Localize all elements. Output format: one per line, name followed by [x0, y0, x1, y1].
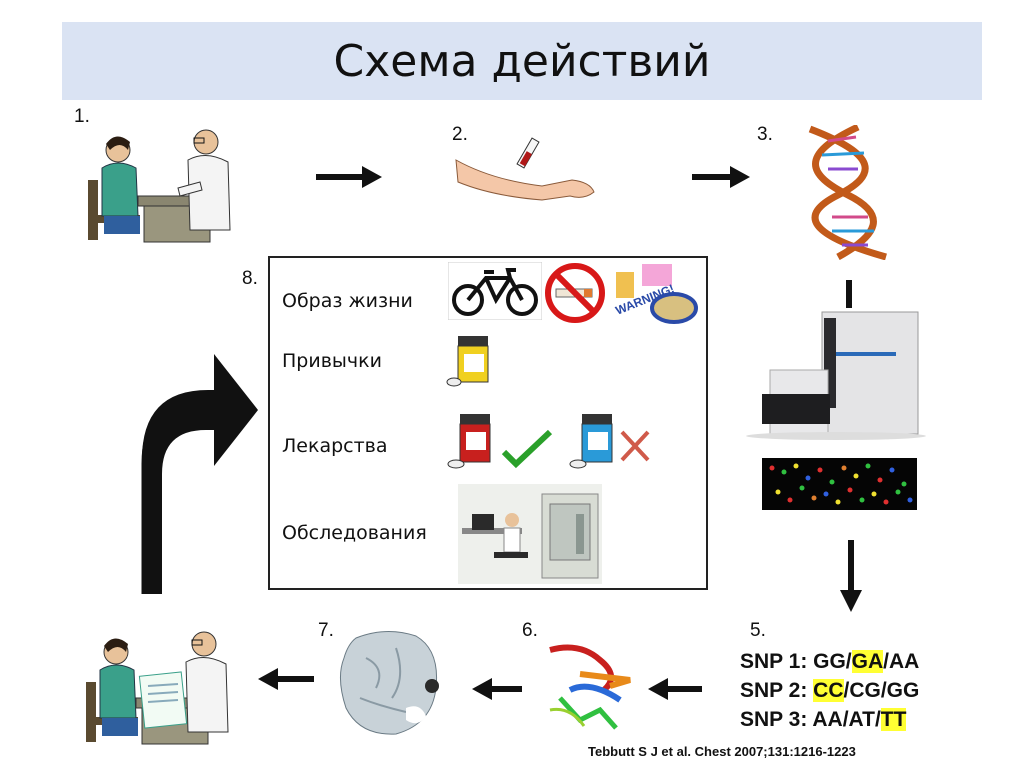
snp-highlight: TT: [880, 708, 907, 731]
step-6-number: 6.: [522, 620, 538, 641]
approved-drug-icon: [447, 414, 553, 469]
bicycle-icon: [448, 262, 542, 320]
arrow-down-4-5: [840, 540, 862, 612]
snp-highlight: CC: [813, 679, 844, 702]
pill-bottle-icon: [446, 336, 489, 387]
snp-row-3: SNP 3: AA/AT/TT: [740, 708, 907, 731]
microarray-chip: [762, 458, 917, 510]
arrow-left-5-6: [648, 678, 702, 700]
slide-title: Схема действий: [333, 35, 711, 87]
lifestyle-box: Образ жизни Привычки Лекарства Обследова…: [268, 256, 708, 590]
step-3-number: 3.: [757, 124, 773, 145]
step-7-number: 7.: [318, 620, 334, 641]
protein-structure: [549, 644, 631, 730]
title-banner: Схема действий: [62, 22, 982, 100]
rejected-drug-icon: [569, 414, 650, 469]
no-smoking-icon: [545, 263, 605, 323]
connector-3-4: [846, 280, 852, 308]
drugs-label: Лекарства: [282, 435, 388, 457]
habits-label: Привычки: [282, 350, 382, 372]
snp-row-2: SNP 2: CC/CG/GG: [740, 679, 920, 702]
step-8-number: 8.: [242, 268, 258, 289]
arrow-right-2-3: [692, 166, 750, 188]
blood-draw-illustration: [455, 137, 595, 201]
snp-row-1: SNP 1: GG/GA/AA: [740, 650, 920, 673]
step-1-number: 1.: [74, 106, 90, 127]
step-5-number: 5.: [750, 620, 766, 641]
arrow-left-6-7: [472, 678, 522, 700]
step-2-number: 2.: [452, 124, 468, 145]
arrow-left-7-consult: [258, 668, 314, 690]
exams-label: Обследования: [282, 522, 427, 544]
snp-genotypes: SNP 1: GG/GA/AA SNP 2: CC/CG/GG SNP 3: A…: [740, 647, 919, 734]
consultation-illustration: [88, 129, 231, 243]
lung-ct-scan: [340, 631, 439, 735]
junk-food-warning-icon: WARNING!: [613, 264, 698, 324]
dna-helix-illustration: [808, 125, 887, 260]
snp-highlight: GA: [851, 650, 884, 673]
citation: Tebbutt S J et al. Chest 2007;131:1216-1…: [588, 744, 856, 759]
final-consultation-illustration: [86, 631, 229, 745]
genome-sequencer-machine: [746, 311, 926, 440]
lifestyle-label: Образ жизни: [282, 290, 413, 312]
examination-lab-illustration: [458, 484, 602, 584]
arrow-right-1-2: [316, 166, 382, 188]
curved-arrow-to-box: [141, 354, 258, 594]
